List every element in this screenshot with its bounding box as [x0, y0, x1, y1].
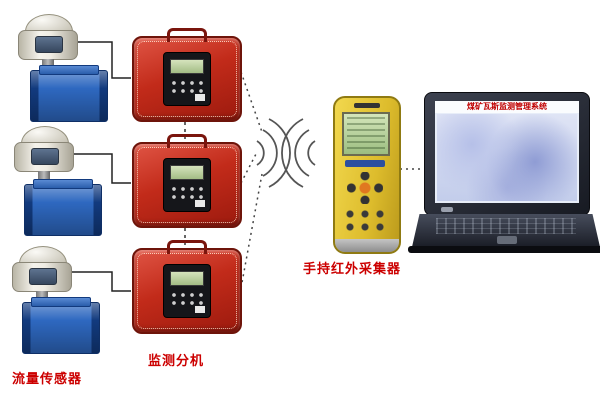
handheld-grip: [335, 239, 399, 252]
case-lcd: [170, 165, 204, 180]
flowmeter-body: [30, 65, 108, 122]
handheld-collector: [333, 96, 401, 254]
case-handle: [167, 28, 207, 42]
case-control-panel: [163, 158, 211, 212]
case-lcd: [170, 59, 204, 74]
monitor-case-3: [132, 240, 242, 334]
handheld-function-bar: [345, 160, 385, 167]
case-handle: [167, 240, 207, 254]
flowmeter-body: [24, 179, 102, 236]
wireless-dotted-links: [240, 71, 422, 289]
case-lcd: [170, 271, 204, 286]
case-buttons: [170, 79, 204, 93]
monitor-unit-label: 监测分机: [148, 353, 205, 368]
flow-transmitter: [14, 126, 74, 182]
handheld-lcd: [342, 112, 390, 156]
monitor-case-1: [132, 28, 242, 122]
flow-transmitter: [12, 246, 72, 302]
case-buttons: [170, 185, 204, 199]
case-control-panel: [163, 264, 211, 318]
flowmeter-body: [22, 297, 100, 354]
sensor-to-case-lines: [72, 41, 131, 292]
software-title: 煤矿瓦斯监测管理系统: [435, 101, 579, 113]
transmitter-display: [29, 268, 57, 285]
case-label-sticker: [195, 306, 205, 313]
case-handle: [167, 134, 207, 148]
handheld-keypad: [344, 208, 388, 234]
transmitter-display: [35, 36, 63, 53]
case-label-sticker: [195, 94, 205, 101]
handheld-collector-label: 手持红外采集器: [303, 261, 402, 276]
laptop-display: 煤矿瓦斯监测管理系统: [435, 101, 579, 203]
transmitter-neck: [42, 59, 54, 69]
case-label-sticker: [195, 200, 205, 207]
software-window: [437, 114, 577, 201]
transmitter-display: [31, 148, 59, 165]
infrared-window: [354, 103, 380, 108]
laptop-bottom-edge: [408, 246, 600, 253]
laptop-screen: 煤矿瓦斯监测管理系统: [424, 92, 590, 216]
transmitter-neck: [38, 171, 50, 181]
laptop-brand-logo: [441, 207, 453, 212]
case-control-panel: [163, 52, 211, 106]
case-buttons: [170, 291, 204, 305]
handheld-dpad: [347, 172, 383, 204]
wireless-signal-arcs: [256, 118, 316, 188]
monitor-case-2: [132, 134, 242, 228]
flow-sensor-label: 流量传感器: [12, 371, 83, 386]
flow-transmitter: [18, 14, 78, 70]
transmitter-neck: [36, 291, 48, 301]
laptop-keyboard-base: [412, 214, 600, 247]
